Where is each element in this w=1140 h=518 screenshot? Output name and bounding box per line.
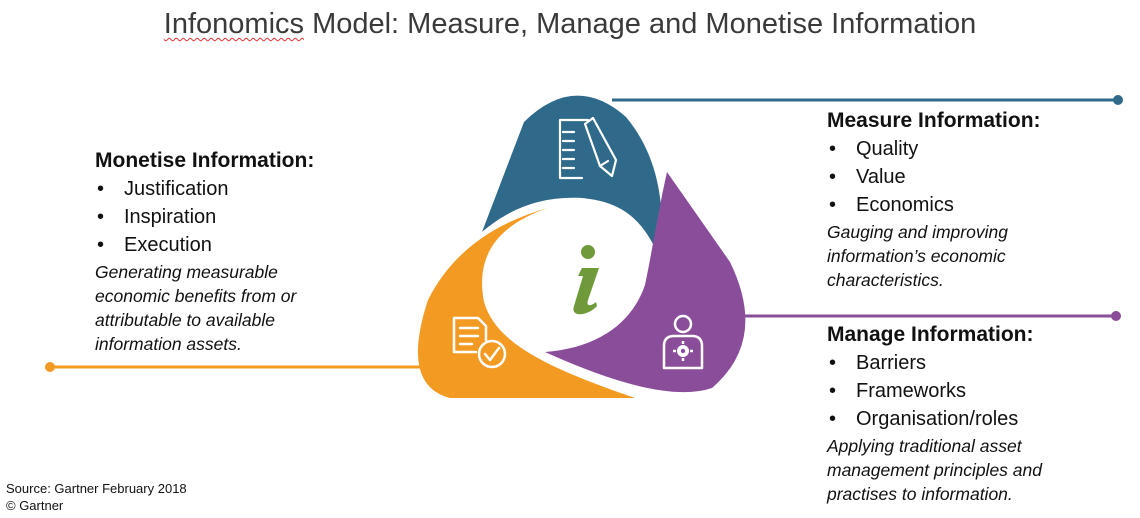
manage-description: Applying traditional asset management pr… bbox=[827, 434, 1042, 506]
connector-manage-dot bbox=[1111, 311, 1121, 321]
bullet: • bbox=[829, 352, 837, 374]
description-line: information assets. bbox=[95, 334, 242, 354]
list-item-label: Justification bbox=[124, 178, 229, 200]
segment-monetise bbox=[417, 208, 635, 398]
bullet: • bbox=[829, 194, 837, 216]
list-item: • Frameworks bbox=[827, 377, 1042, 405]
list-item-label: Organisation/roles bbox=[856, 408, 1019, 430]
monetise-panel: Monetise Information: • Justification • In… bbox=[95, 149, 314, 356]
list-item-label: Value bbox=[856, 166, 906, 188]
list-item-label: Barriers bbox=[856, 352, 927, 374]
description-line: attributable to available bbox=[95, 310, 275, 330]
bullet: • bbox=[97, 234, 105, 256]
list-item: • Execution bbox=[95, 231, 314, 259]
manage-list: • Barriers • Frameworks • Organisation/role… bbox=[827, 349, 1042, 433]
connector-measure-dot bbox=[1113, 95, 1123, 105]
information-icon-dot bbox=[581, 245, 595, 259]
page-title: Infonomics Model: Measure, Manage and Mo… bbox=[0, 8, 1140, 41]
document-checkmark-icon-badge bbox=[477, 339, 507, 369]
person-gear-icon bbox=[662, 314, 704, 370]
description-line: information’s economic bbox=[827, 246, 1006, 266]
measure-description: Gauging and improving information’s econ… bbox=[827, 220, 1041, 292]
list-item-label: Quality bbox=[856, 138, 919, 160]
description-line: Gauging and improving bbox=[827, 222, 1008, 242]
document-pencil-icon-pencil bbox=[583, 116, 618, 178]
list-item: • Value bbox=[827, 163, 1041, 191]
bullet: • bbox=[97, 178, 105, 200]
measure-list: • Quality • Value • Economics bbox=[827, 135, 1041, 219]
document-pencil-icon-pencil-edge bbox=[598, 159, 610, 168]
title-rest: Model: Measure, Manage and Monetise Info… bbox=[304, 8, 977, 40]
description-line: Generating measurable bbox=[95, 262, 278, 282]
list-item: • Inspiration bbox=[95, 203, 314, 231]
bullet: • bbox=[829, 408, 837, 430]
list-item-label: Frameworks bbox=[856, 380, 967, 402]
description-line: characteristics. bbox=[827, 270, 944, 290]
document-checkmark-icon bbox=[452, 316, 507, 369]
document-checkmark-icon-sheet bbox=[452, 316, 488, 354]
document-checkmark-icon-check bbox=[483, 346, 501, 362]
list-item: • Organisation/roles bbox=[827, 405, 1042, 433]
list-item: • Economics bbox=[827, 191, 1041, 219]
source-note: Source: Gartner February 2018 © Gartner bbox=[6, 480, 187, 514]
manage-panel: Manage Information: • Barriers • Framework… bbox=[827, 323, 1042, 506]
list-item: • Justification bbox=[95, 175, 314, 203]
description-line: management principles and bbox=[827, 460, 1042, 480]
monetise-list: • Justification • Inspiration • Execution bbox=[95, 175, 314, 259]
person-gear-icon-gear-hole bbox=[680, 348, 686, 354]
connector-measure bbox=[612, 95, 1123, 105]
measure-heading: Measure Information: bbox=[827, 109, 1041, 132]
person-gear-icon-body bbox=[662, 334, 704, 370]
list-item-label: Execution bbox=[124, 234, 212, 256]
bullet: • bbox=[97, 206, 105, 228]
list-item: • Quality bbox=[827, 135, 1041, 163]
copyright-line: © Gartner bbox=[6, 498, 64, 513]
information-icon-stem bbox=[573, 268, 599, 315]
title-underlined-word: Infonomics bbox=[163, 8, 305, 40]
information-icon bbox=[573, 245, 599, 315]
description-line: economic benefits from or bbox=[95, 286, 297, 306]
monetise-description: Generating measurable economic benefits … bbox=[95, 260, 314, 356]
person-gear-icon-head bbox=[673, 314, 693, 334]
bullet: • bbox=[829, 138, 837, 160]
list-item-label: Economics bbox=[856, 194, 954, 216]
measure-panel: Measure Information: • Quality • Value • Ec… bbox=[827, 109, 1041, 292]
source-line: Source: Gartner February 2018 bbox=[6, 481, 187, 496]
list-item-label: Inspiration bbox=[124, 206, 217, 228]
document-pencil-icon bbox=[558, 116, 618, 180]
connector-monetise bbox=[45, 362, 430, 372]
document-pencil-icon-sheet bbox=[558, 118, 590, 180]
person-gear-icon-gear-teeth bbox=[673, 341, 693, 361]
manage-heading: Manage Information: bbox=[827, 323, 1034, 346]
segment-measure bbox=[482, 95, 662, 259]
description-line: Applying traditional asset bbox=[827, 436, 1022, 456]
description-line: practises to information. bbox=[827, 484, 1013, 504]
list-item: • Barriers bbox=[827, 349, 1042, 377]
connector-monetise-dot bbox=[45, 362, 55, 372]
connector-manage bbox=[745, 311, 1121, 321]
bullet: • bbox=[829, 380, 837, 402]
bullet: • bbox=[829, 166, 837, 188]
monetise-heading: Monetise Information: bbox=[95, 149, 315, 172]
